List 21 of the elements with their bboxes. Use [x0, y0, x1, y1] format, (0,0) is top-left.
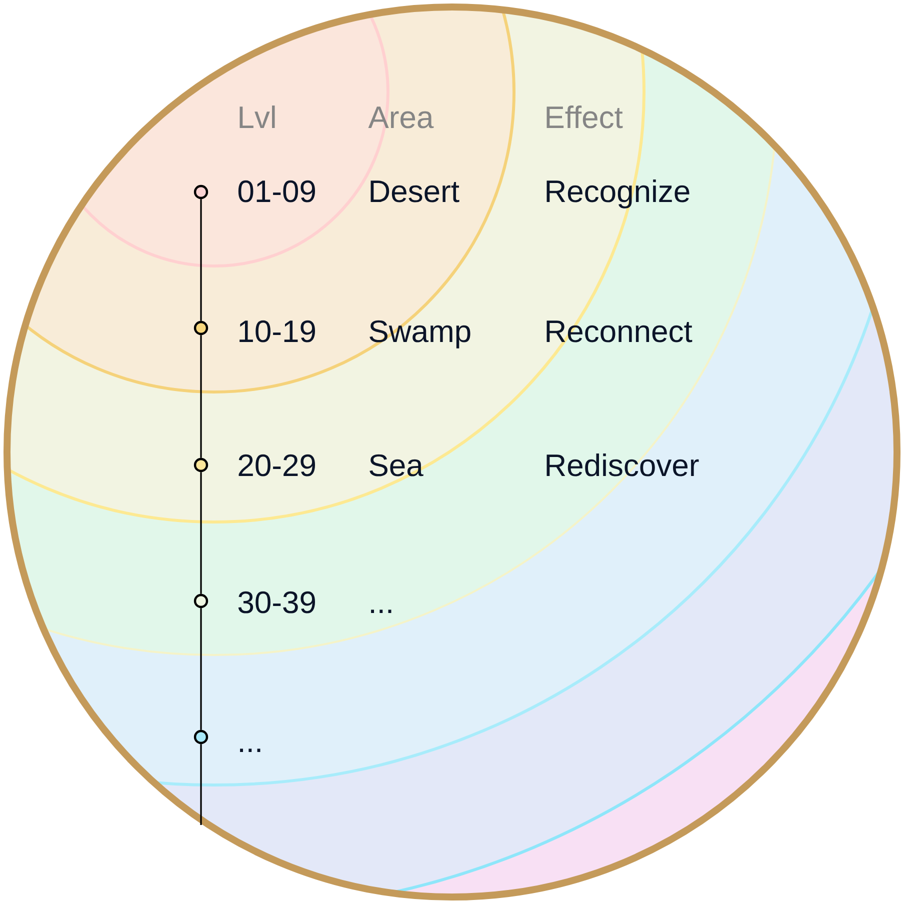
timeline-line: [200, 199, 202, 321]
timeline-line: [200, 744, 202, 825]
timeline-dot: [194, 184, 208, 200]
timeline-line: [200, 608, 202, 730]
timeline-dot: [194, 730, 208, 744]
timeline-dot: [194, 594, 208, 608]
table-cell: ...: [371, 610, 392, 613]
table-cell: ...: [240, 748, 260, 752]
timeline-dot: [194, 458, 208, 472]
timeline-line: [200, 335, 202, 458]
table-cell: Recognize: [546, 180, 690, 208]
table-cell: Desert: [370, 180, 460, 202]
table-cell: Rediscover: [546, 454, 699, 476]
table-cell: Reconnect: [546, 320, 692, 342]
table-cell: Sea: [370, 454, 424, 476]
column-header: Effect: [546, 106, 623, 128]
timeline-line: [200, 472, 202, 594]
timeline-dot: [194, 320, 208, 336]
column-header: Lvl: [240, 106, 275, 128]
column-header: Area: [368, 106, 434, 128]
table-cell: Swamp: [370, 320, 470, 348]
